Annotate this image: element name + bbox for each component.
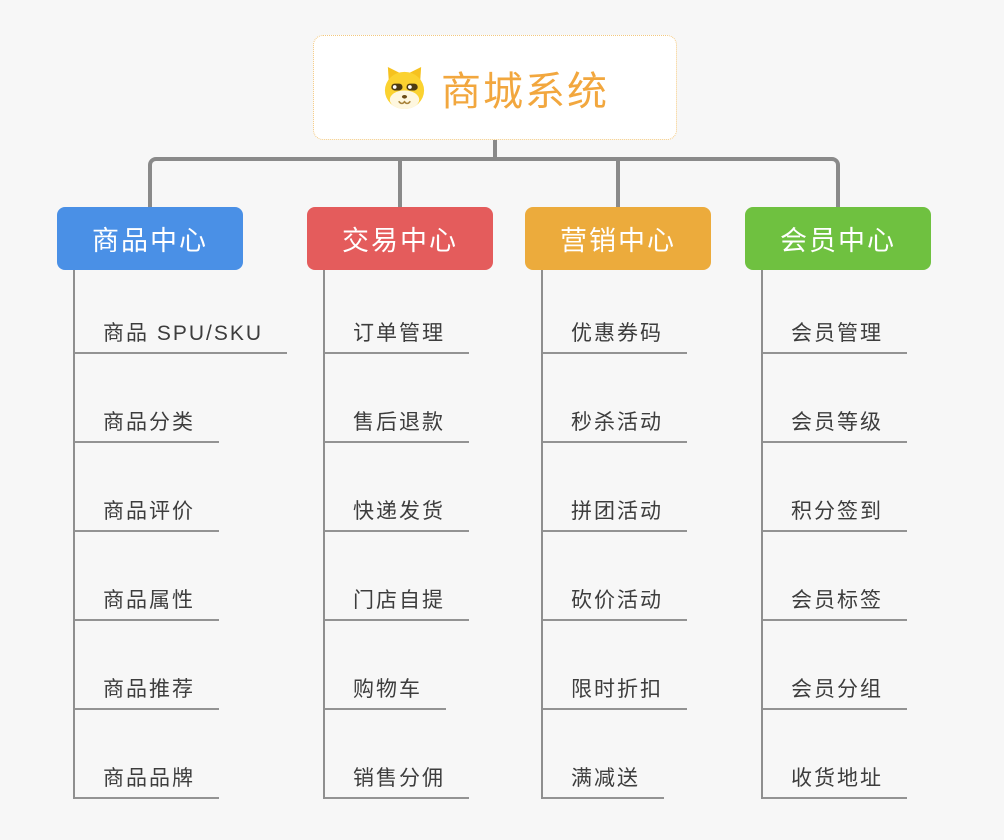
branch-member-center: 会员中心 会员管理 会员等级 积分签到 会员标签 会员分组 收货地址 [745,207,931,799]
child-node[interactable]: 砍价活动 [541,532,711,621]
branch-children: 优惠券码 秒杀活动 拼团活动 砍价活动 限时折扣 满减送 [541,265,711,799]
child-node[interactable]: 优惠券码 [541,265,711,354]
branch-marketing-center: 营销中心 优惠券码 秒杀活动 拼团活动 砍价活动 限时折扣 满减送 [525,207,711,799]
branch-children: 商品 SPU/SKU 商品分类 商品评价 商品属性 商品推荐 商品品牌 [73,265,288,799]
branch-box-member-center[interactable]: 会员中心 [745,207,931,270]
child-node[interactable]: 商品属性 [73,532,243,621]
child-node[interactable]: 会员等级 [761,354,931,443]
child-node[interactable]: 商品 SPU/SKU [73,265,288,354]
child-node[interactable]: 会员标签 [761,532,931,621]
child-node[interactable]: 收货地址 [761,710,931,799]
child-node[interactable]: 商品品牌 [73,710,243,799]
branch-label: 营销中心 [560,226,676,256]
child-node[interactable]: 门店自提 [323,532,493,621]
child-node[interactable]: 秒杀活动 [541,354,711,443]
branch-box-marketing-center[interactable]: 营销中心 [525,207,711,270]
branch-label: 商品中心 [92,226,208,256]
root-title: 商城系统 [441,69,609,114]
branch-box-trade-center[interactable]: 交易中心 [307,207,493,270]
child-node[interactable]: 售后退款 [323,354,493,443]
child-node[interactable]: 会员分组 [761,621,931,710]
child-node[interactable]: 销售分佣 [323,710,493,799]
connector-drop-trade [398,157,402,207]
branch-box-product-center[interactable]: 商品中心 [57,207,243,270]
branch-children: 会员管理 会员等级 积分签到 会员标签 会员分组 收货地址 [761,265,931,799]
connector-bus-right [495,157,840,207]
child-node[interactable]: 会员管理 [761,265,931,354]
child-node[interactable]: 限时折扣 [541,621,711,710]
connector-bus-left [148,157,495,207]
branch-label: 会员中心 [780,226,896,256]
child-node[interactable]: 拼团活动 [541,443,711,532]
child-node[interactable]: 商品评价 [73,443,243,532]
child-node[interactable]: 订单管理 [323,265,493,354]
child-node[interactable]: 积分签到 [761,443,931,532]
branch-product-center: 商品中心 商品 SPU/SKU 商品分类 商品评价 商品属性 商品推荐 商品品牌 [57,207,288,799]
branch-trade-center: 交易中心 订单管理 售后退款 快递发货 门店自提 购物车 销售分佣 [307,207,493,799]
dog-face-icon [381,64,428,111]
child-node[interactable]: 快递发货 [323,443,493,532]
root-node[interactable]: 商城系统 [313,35,677,140]
child-node[interactable]: 购物车 [323,621,493,710]
connector-root-drop [493,138,497,161]
branch-children: 订单管理 售后退款 快递发货 门店自提 购物车 销售分佣 [323,265,493,799]
child-node[interactable]: 商品分类 [73,354,243,443]
child-node[interactable]: 商品推荐 [73,621,243,710]
connector-drop-marketing [616,157,620,207]
branch-label: 交易中心 [342,226,458,256]
child-node[interactable]: 满减送 [541,710,711,799]
